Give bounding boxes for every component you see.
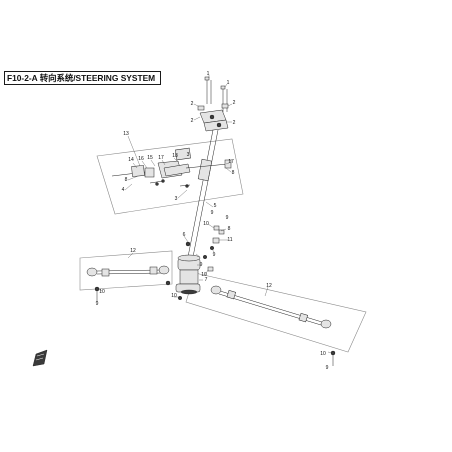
callout-6: 6 [183,232,186,238]
callout-3: 3 [175,196,178,202]
left-tie-rod [86,265,171,302]
callout-9: 9 [211,210,214,216]
callout-9: 9 [96,301,99,307]
callout-9: 9 [200,262,203,268]
steering-gear-body [175,225,225,301]
callout-1: 1 [227,80,230,86]
callout-2: 2 [191,101,194,107]
callout-10: 10 [320,351,326,357]
callout-10: 10 [201,272,207,278]
right-tie-rod-panel [185,272,367,353]
callout-2: 2 [233,100,236,106]
callout-16: 16 [138,156,144,162]
leader-lines [97,75,333,354]
right-tie-rod [210,285,336,366]
page-title: F10-2-A 转向系统/STEERING SYSTEM [4,71,161,85]
callout-labels: 1 1 2 2 2 2 13 14 16 15 17 18 3 17 8 8 4… [96,71,329,371]
callout-3: 3 [187,152,190,158]
callout-11: 11 [227,237,232,243]
callout-10: 10 [171,293,177,299]
callout-18: 18 [172,153,178,159]
callout-9: 9 [326,365,329,371]
callout-13: 13 [123,131,129,137]
callout-2: 2 [233,120,236,126]
steering-column [186,129,219,263]
column-bracket-parts [111,147,232,188]
callout-10: 10 [203,221,209,227]
callout-8: 8 [125,177,128,183]
callout-9: 9 [226,215,229,221]
callout-17: 17 [228,159,234,165]
callout-8: 8 [232,170,235,176]
callout-9: 9 [213,252,216,258]
callout-14: 14 [128,157,134,163]
callout-17: 17 [158,155,164,161]
callout-10: 10 [99,289,105,295]
front-direction-arrow [32,349,48,367]
callout-12: 12 [130,248,136,254]
callout-4: 4 [122,187,125,193]
callout-5: 5 [214,203,217,209]
upper-clamp [197,103,229,132]
callout-1: 1 [207,71,210,77]
callout-7: 7 [205,277,208,283]
callout-15: 15 [147,155,153,161]
callout-2: 2 [191,118,194,124]
callout-12: 12 [266,283,272,289]
callout-8: 8 [228,226,231,232]
